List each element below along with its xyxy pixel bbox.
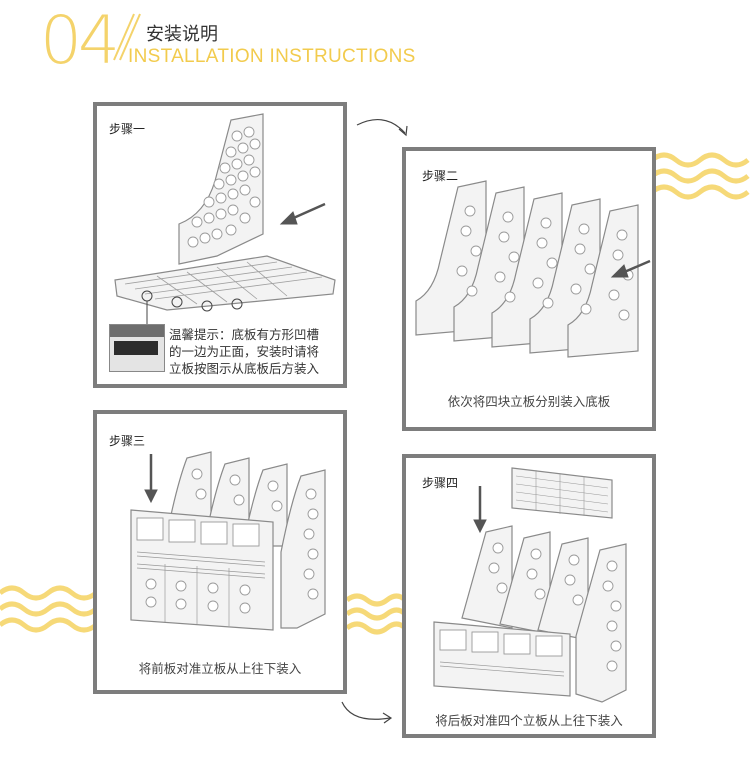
curved-arrow-icon — [341, 701, 393, 724]
installation-tip: 温馨提示：底板有方形凹槽 的一边为正面，安装时请将 立板按图示从底板后方装入 — [169, 327, 320, 376]
step-one-panel: 步骤一 温馨 — [93, 102, 347, 388]
curved-arrow-icon — [356, 118, 408, 137]
wave-decoration-middle — [345, 593, 407, 635]
back-panel-illustration — [433, 467, 627, 703]
slash-decoration-icon — [113, 13, 141, 61]
step-two-panel: 步骤二 依次将四块立板分别装入底板 — [402, 147, 656, 431]
groove-detail-image — [109, 324, 165, 372]
step-label: 步骤一 — [109, 122, 146, 136]
step-caption: 依次将四块立板分别装入底板 — [447, 394, 611, 409]
rack-panel-illustration — [114, 113, 336, 324]
rack-uprights-illustration — [415, 180, 651, 358]
wave-decoration-left — [0, 585, 98, 633]
step-caption: 将前板对准立板从上往下装入 — [138, 661, 302, 676]
front-panel-illustration — [130, 451, 326, 631]
step-label: 步骤二 — [422, 169, 459, 183]
section-number: 04 — [40, 2, 120, 79]
step-caption: 将后板对准四个立板从上往下装入 — [435, 713, 623, 728]
step-four-panel: 步骤四 将后板 — [402, 454, 656, 738]
step-label: 步骤三 — [109, 434, 146, 448]
step-three-panel: 步骤三 将前板对准立 — [93, 410, 347, 694]
page-subtitle: INSTALLATION INSTRUCTIONS — [128, 46, 416, 67]
step-label: 步骤四 — [422, 476, 459, 490]
wave-decoration-right — [650, 152, 750, 200]
page-title: 安装说明 — [146, 24, 218, 45]
